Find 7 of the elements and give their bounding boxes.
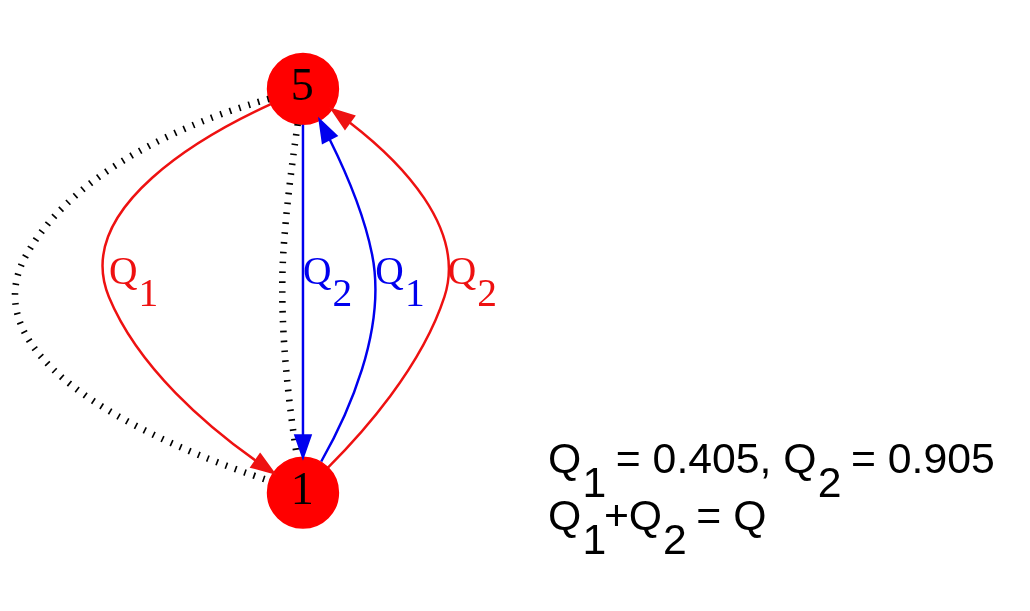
node-circle: 5 — [266, 52, 340, 125]
arrow — [101, 102, 277, 475]
arrow — [318, 116, 377, 462]
arrow — [327, 106, 450, 468]
arrow — [293, 124, 313, 461]
connector — [12, 95, 271, 484]
node-circle: 1 — [266, 455, 340, 529]
